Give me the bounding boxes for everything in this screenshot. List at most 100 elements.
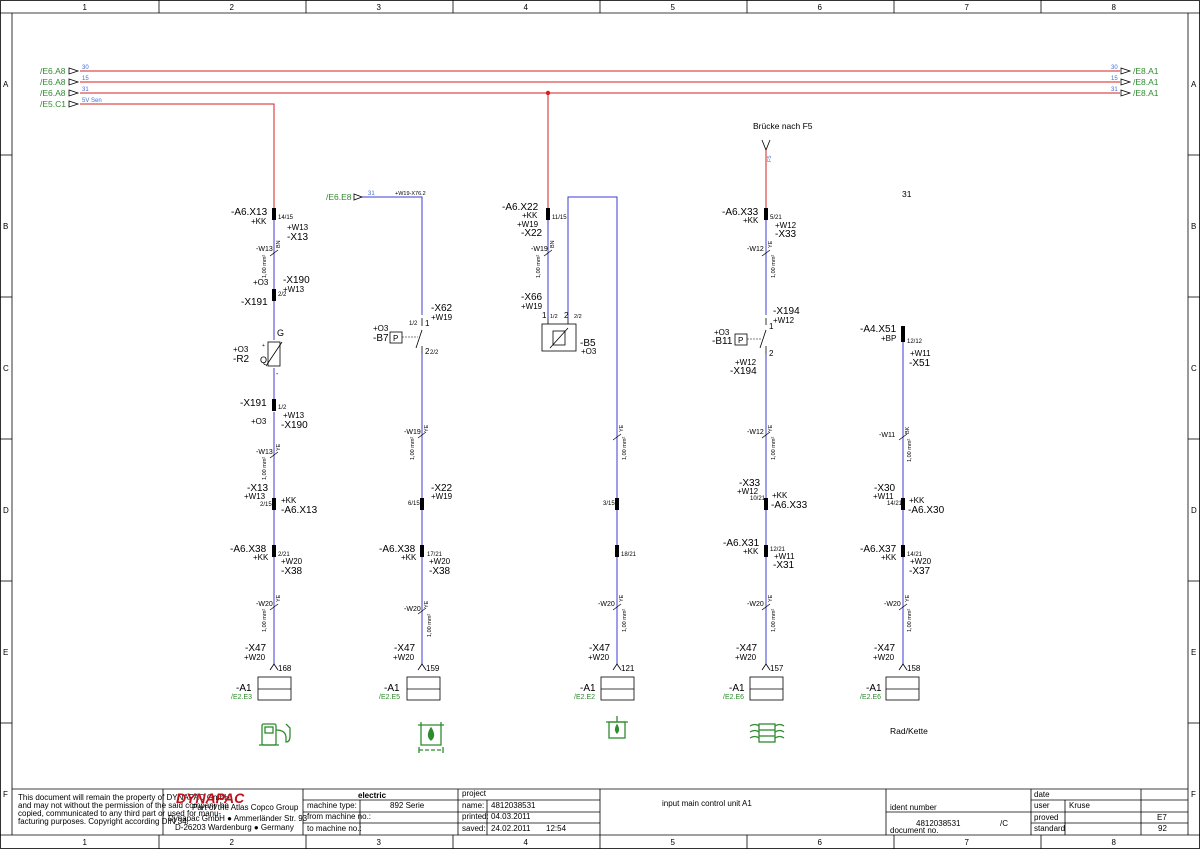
conn-id: -A4.X51 [860,324,897,335]
conn-id: -X191 [240,398,267,409]
cable-cs: 1,00 mm² [622,437,628,460]
oil-filter-icon [606,716,628,739]
frame-column-label: 1 [83,838,88,847]
rail-flag-right [1120,78,1132,86]
conn-id: +W11 [873,492,894,501]
connector-mark [546,208,550,220]
cable-color: YE [768,240,774,248]
conn-id: +KK [909,496,925,505]
conn-id: -X38 [281,566,303,577]
switch-pin: 1 [769,322,774,331]
connector-mark [272,498,276,510]
conn-id: -X47 [589,643,611,654]
frame-row-label: F [1191,790,1196,799]
address-line: D-26203 Wardenburg ● Germany [175,823,294,832]
cable-id: -W20 [404,606,421,613]
cable-color: YE [768,594,774,602]
oil-cooler-icon [749,723,785,743]
project-header: project [462,789,487,798]
conn-id: -A6.X33 [722,207,759,218]
frame-column-label: 3 [377,838,382,847]
disclaimer-line: and may not without the permission of th… [18,801,229,810]
device-id: -A1 [866,683,882,694]
terminal-pin: 121 [621,664,635,673]
rail-ref-left: /E6.A8 [40,88,66,98]
conn-id: -X47 [874,643,896,654]
cable-id: -W12 [747,429,764,436]
frame-column-label: 5 [671,838,676,847]
date-label: date [1034,790,1050,799]
conn-id: +W11 [774,552,795,561]
conn-id: -X33 [739,478,761,489]
terminal-pin: 168 [278,664,292,673]
conn-pin: 1/2 [278,405,287,411]
pin: 1 [542,311,547,320]
terminal-pin: 157 [770,664,784,673]
frame-row-label: B [1191,222,1196,231]
cable-cs: 1,00 mm² [907,609,913,632]
connector-mark [764,498,768,510]
conn-id: -A6.X13 [281,505,318,516]
conn-id: +W13 [283,285,305,294]
conn-id: +W13 [244,492,266,501]
device-id: -A1 [729,683,745,694]
switch-id: -B7 [373,333,389,344]
conn-id: +W20 [281,557,303,566]
cable-cs: 1,00 mm² [622,609,628,632]
rail-number: 30 [82,65,89,71]
ident-label: ident number [890,803,937,812]
frame-row-label: E [3,648,8,657]
conn-id: +W20 [910,557,932,566]
rail-ref-right: /E8.A1 [1133,88,1159,98]
top-number: 31 [902,189,912,199]
conn-id: +KK [743,547,759,556]
rail-flag-left [68,89,80,97]
conn-id: -A6.X22 [502,202,539,213]
conn-id: -X30 [874,483,896,494]
circuit-hydraulic-oil-level: /E6.E8 31 +W19-X76.2 P +O3 -B7 1/2 1 2 2… [326,191,453,701]
feed-number: F5 [767,156,773,162]
cable-cs: 1,00 mm² [262,609,268,632]
conn-id: -A6.X38 [230,544,267,555]
conn-id: -X51 [909,358,931,369]
cable-color: YE [276,443,282,451]
conn-id: +W20 [588,653,610,662]
frame-column-label: 7 [965,838,970,847]
sensor-id: -R2 [233,354,250,365]
conn-pin: 3/15 [603,501,615,507]
cable-id: -W20 [256,601,273,608]
frame-column-label: 4 [524,3,529,12]
conn-id: -X194 [773,306,800,317]
conn-id: -X190 [281,420,308,431]
conn-id: +W20 [393,653,415,662]
conn-id: -X37 [909,566,931,577]
device-id: -A1 [236,683,252,694]
frame-column-label: 6 [818,3,823,12]
pressure-switch-box [389,331,403,344]
conn-id: +W11 [910,349,931,358]
circuit-caption: Rad/Kette [890,726,928,736]
conn-pin: 12/12 [907,339,923,345]
user-name: Kruse [1069,801,1090,810]
conn-id: +KK [772,491,788,500]
frame-column-label: 7 [965,3,970,12]
cable-cs: 1,00 mm² [536,255,542,278]
disclaimer-line: This document will remain the property o… [18,793,230,802]
conn-pin: 5/21 [770,215,782,221]
cable-id: -W13 [256,246,273,253]
device-ref: /E2.E6 [860,694,881,701]
doc-revision: /C [1000,819,1008,828]
project-name: 4812038531 [491,801,536,810]
title-block: This document will remain the property o… [12,788,1188,835]
rail-flag-left [68,100,80,108]
frame-column-label: 2 [230,838,235,847]
conn-id: -A6.X37 [860,544,897,555]
cable-color: BN [550,240,556,248]
conn-id: +W20 [429,557,451,566]
connector-mark [615,545,619,557]
name-label: name: [462,801,484,810]
sensor-g-label: G [277,328,284,338]
conn-id: -X62 [431,303,453,314]
sensor-q-label: Q [260,355,267,365]
